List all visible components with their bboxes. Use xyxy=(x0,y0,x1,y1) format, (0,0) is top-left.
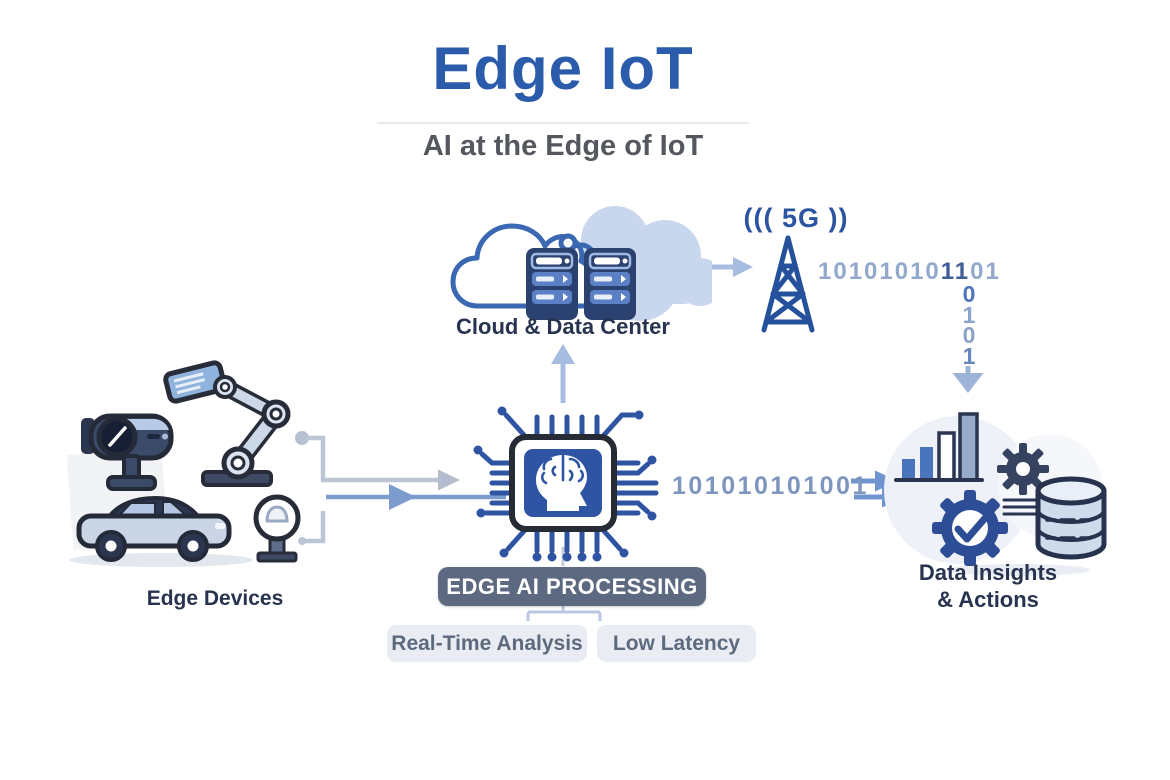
data-insights-label: Data Insights & Actions xyxy=(918,560,1058,612)
edge-devices-icons xyxy=(66,360,301,567)
banner-pills-bracket-icon xyxy=(526,606,602,621)
badge-real-time-analysis: Real-Time Analysis xyxy=(387,625,587,662)
badge-low-latency: Low Latency xyxy=(597,625,756,662)
binary-stream-vertical: 0 1 0 1 xyxy=(962,281,976,369)
bar-chart-icon xyxy=(894,412,984,482)
5g-tower-icon xyxy=(761,235,815,333)
page-title: Edge IoT xyxy=(432,35,694,102)
server-rack-icon xyxy=(526,248,636,320)
device-connector-bottom-icon xyxy=(298,511,326,545)
security-camera-icon xyxy=(81,413,174,491)
database-icon xyxy=(1035,476,1107,560)
cloud-datacenter-icon xyxy=(450,206,712,321)
trace-dots xyxy=(473,406,657,562)
edge-devices-label: Edge Devices xyxy=(146,587,284,610)
5g-waves-label: ((( 5G )) xyxy=(743,203,849,233)
gear-icon xyxy=(997,443,1049,495)
ground-shadow xyxy=(946,564,1090,576)
data-insights-icons xyxy=(884,412,1107,576)
circuit-traces-icon xyxy=(479,412,659,554)
arrow-up-icon xyxy=(551,344,575,403)
device-arrow-mid-icon xyxy=(326,484,506,510)
ai-chip-icon xyxy=(473,406,659,562)
iot-sensor-icon xyxy=(253,494,301,563)
ground-shadow xyxy=(69,553,253,567)
arrow-down-binary-icon xyxy=(952,366,984,393)
binary-stream-chip: 101010101001 xyxy=(672,472,869,500)
device-connector-top-icon xyxy=(295,431,460,491)
robot-arm-icon xyxy=(163,360,291,487)
page-subtitle: AI at the Edge of IoT xyxy=(422,130,704,162)
edge-ai-processing-banner: EDGE AI PROCESSING xyxy=(438,567,706,606)
checkmark-icon xyxy=(954,513,990,543)
brain-icon xyxy=(536,454,587,511)
car-icon xyxy=(76,496,232,562)
cloud-datacenter-label: Cloud & Data Center xyxy=(456,314,670,339)
binary-stream-5g: 101010101101 xyxy=(818,258,1001,285)
check-gear-icon xyxy=(932,490,1008,566)
title-divider xyxy=(377,122,749,124)
